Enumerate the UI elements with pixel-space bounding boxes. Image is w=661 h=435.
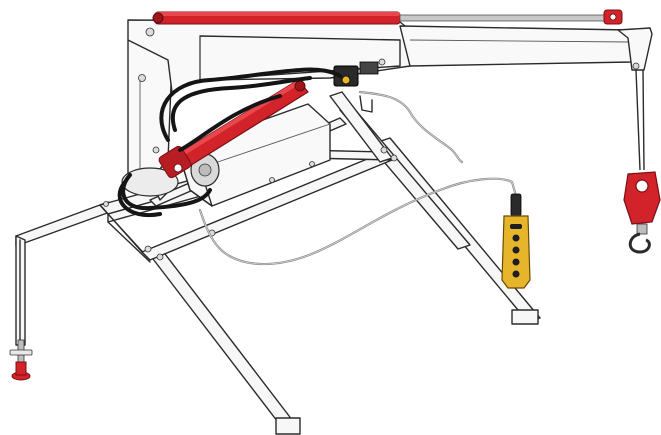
front-left-leg	[149, 249, 301, 435]
hook-block-icon	[623, 69, 661, 254]
frame-handle	[359, 95, 373, 113]
hydraulic-hoses	[117, 67, 342, 218]
control-valve-block	[333, 61, 379, 87]
boom-arm	[127, 19, 653, 93]
pendant-control-icon	[501, 193, 531, 289]
boom-extension-cylinder	[152, 9, 623, 25]
hydraulic-pump-unit	[177, 103, 331, 207]
pendant-cable	[198, 90, 518, 266]
left-outrigger-arm	[15, 201, 111, 346]
leveling-foot-icon	[9, 339, 33, 381]
frame-bolts	[103, 146, 398, 261]
